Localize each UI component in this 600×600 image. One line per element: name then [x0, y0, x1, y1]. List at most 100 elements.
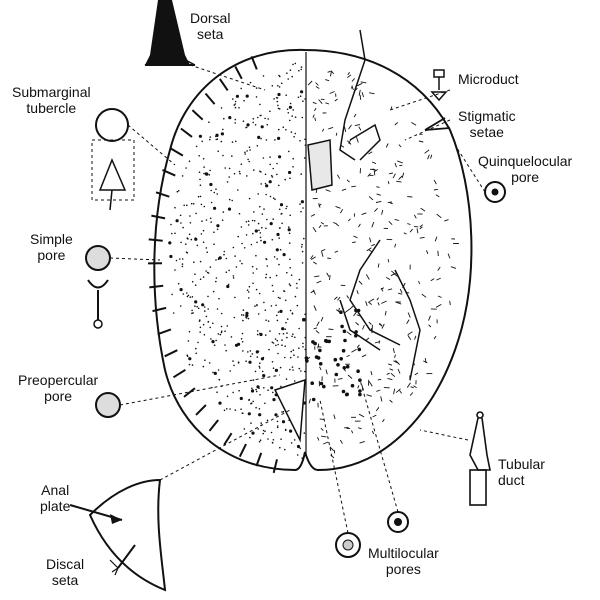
stipple-dot [226, 395, 229, 398]
stipple-dot [242, 350, 244, 352]
stipple-dot [293, 380, 296, 382]
stipple-dot [246, 175, 248, 177]
stipple-dot [247, 158, 249, 161]
stipple-dot [276, 420, 279, 423]
stipple-dot [237, 235, 239, 238]
stipple-dot [225, 349, 227, 352]
stipple-dot [260, 422, 263, 424]
hatch-mark [437, 295, 442, 298]
multilocular-pore-dot [341, 348, 346, 353]
hatch-mark [389, 172, 393, 175]
tubular-duct-drawing [469, 411, 491, 506]
stipple-dot [228, 116, 232, 120]
stipple-dot [170, 223, 172, 226]
hatch-mark [387, 259, 390, 263]
stipple-dot [259, 114, 262, 117]
hatch-mark [330, 70, 335, 75]
stipple-dot [216, 308, 219, 310]
stipple-dot [210, 189, 212, 192]
stipple-dot [304, 313, 306, 316]
stipple-dot [255, 390, 258, 393]
stipple-dot [281, 327, 285, 331]
hatch-mark [406, 382, 411, 388]
hatch-mark [418, 280, 421, 285]
stipple-dot [278, 108, 281, 110]
stipple-dot [301, 457, 304, 460]
stipple-dot [191, 296, 194, 298]
stipple-dot [251, 431, 255, 435]
stipple-dot [288, 283, 291, 285]
stipple-dot [240, 408, 242, 411]
stipple-dot [205, 247, 208, 249]
hatch-mark [325, 79, 330, 82]
stipple-dot [199, 278, 202, 281]
stipple-dot [255, 350, 259, 354]
stipple-dot [292, 63, 294, 66]
stipple-dot [278, 237, 281, 239]
hatch-mark [414, 335, 417, 340]
marginal-seta [250, 56, 258, 70]
stipple-dot [218, 256, 222, 260]
hatch-mark [430, 278, 435, 282]
hatch-mark [313, 305, 317, 311]
stigmatic-setae-drawing [424, 117, 451, 131]
stipple-dot [269, 156, 271, 158]
hatch-mark [334, 250, 339, 253]
hatch-mark [378, 323, 383, 326]
stipple-dot [191, 309, 193, 312]
hatch-mark [381, 209, 384, 215]
marginal-seta [151, 214, 166, 220]
hatch-mark [360, 81, 367, 84]
stipple-dot [285, 129, 287, 131]
multilocular-pore-dot [302, 317, 306, 322]
hatch-mark [369, 298, 375, 303]
stipple-dot [271, 176, 274, 178]
hatch-mark [376, 297, 379, 301]
stipple-dot [272, 391, 274, 394]
multilocular-pore-dot [334, 372, 339, 377]
microduct-drawing [430, 69, 448, 102]
stipple-dot [188, 363, 191, 366]
stipple-dot [174, 269, 176, 271]
hatch-mark [333, 222, 337, 225]
stipple-dot [289, 368, 291, 371]
stipple-dot [263, 301, 265, 304]
stipple-dot [208, 362, 211, 364]
stipple-dot [241, 332, 244, 335]
stipple-dot [245, 311, 249, 315]
stipple-dot [255, 87, 258, 89]
multilocular-pore-cluster [302, 308, 362, 402]
stipple-dot [278, 263, 280, 266]
hatch-mark [314, 107, 317, 112]
hatch-mark [387, 377, 393, 381]
stipple-dot [284, 448, 286, 451]
stipple-dot [303, 157, 306, 159]
hatch-mark [391, 270, 395, 274]
stipple-dot [289, 267, 292, 269]
hatch-mark [396, 180, 402, 183]
hatch-mark [356, 290, 359, 295]
stipple-dot [302, 207, 304, 209]
stipple-dot [277, 136, 281, 140]
stipple-dot [249, 81, 252, 84]
stipple-dot [266, 265, 269, 267]
stipple-dot [278, 208, 281, 211]
stipple-dot [271, 341, 274, 344]
stipple-dot [241, 242, 243, 245]
stipple-dot [266, 123, 269, 126]
hatch-mark [392, 348, 395, 354]
stipple-dot [276, 162, 278, 165]
marginal-seta [172, 368, 186, 379]
stipple-dot [256, 333, 259, 336]
hatch-mark [372, 168, 376, 171]
hatch-mark [394, 218, 400, 221]
hatch-mark [334, 98, 338, 102]
stipple-dot [296, 304, 299, 307]
stipple-dot [264, 334, 267, 336]
stipple-dot [195, 347, 197, 350]
stipple-dot [271, 361, 274, 363]
stipple-dot [199, 195, 202, 198]
stipple-dot [197, 307, 200, 310]
stipple-dot [281, 420, 286, 424]
